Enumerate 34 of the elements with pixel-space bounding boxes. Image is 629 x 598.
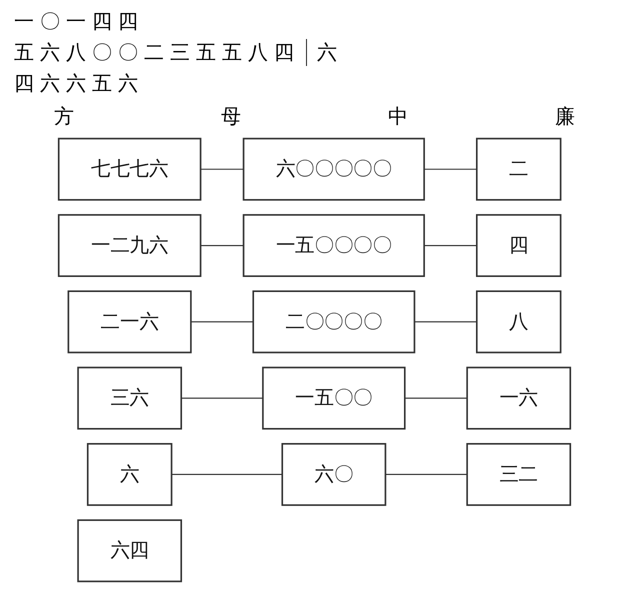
column-heading: 母 [221,103,241,130]
connector [172,474,282,475]
column-heading: 方 [54,103,74,130]
connector [414,321,477,322]
node-box: 二 [476,138,562,201]
node-box: 一六 [466,366,572,430]
connector [181,398,263,399]
connector [385,474,468,475]
node-box: 七七七六 [58,138,202,201]
node-box: 六〇 [281,443,386,506]
node-box: 一二九六 [58,214,202,277]
node-box: 二〇〇〇〇 [252,290,416,354]
node-box: 六 [86,443,172,506]
numeral: 六 [317,39,343,66]
connector [200,168,244,170]
connector [424,168,477,170]
numeral-row-text: 四六六五六 [14,70,145,97]
node-box: 三二 [466,443,572,506]
connector [404,398,468,399]
node-box: 八 [476,290,562,354]
node-box: 一五〇〇 [262,366,406,430]
node-box: 六〇〇〇〇〇 [242,138,425,201]
node-box: 三六 [77,366,182,430]
numeral-row-text: 一〇一四四 [14,8,145,35]
node-box: 二一六 [68,290,192,354]
connector [200,245,244,246]
column-heading: 中 [388,103,408,130]
numeral-row: 五六八〇〇二三五五八四 [14,39,307,66]
connector [190,321,254,322]
node-box: 六四 [77,519,182,582]
node-box: 四 [476,214,562,277]
connector [424,245,477,246]
column-heading: 廉 [555,103,575,130]
node-box: 一五〇〇〇〇 [242,214,425,277]
